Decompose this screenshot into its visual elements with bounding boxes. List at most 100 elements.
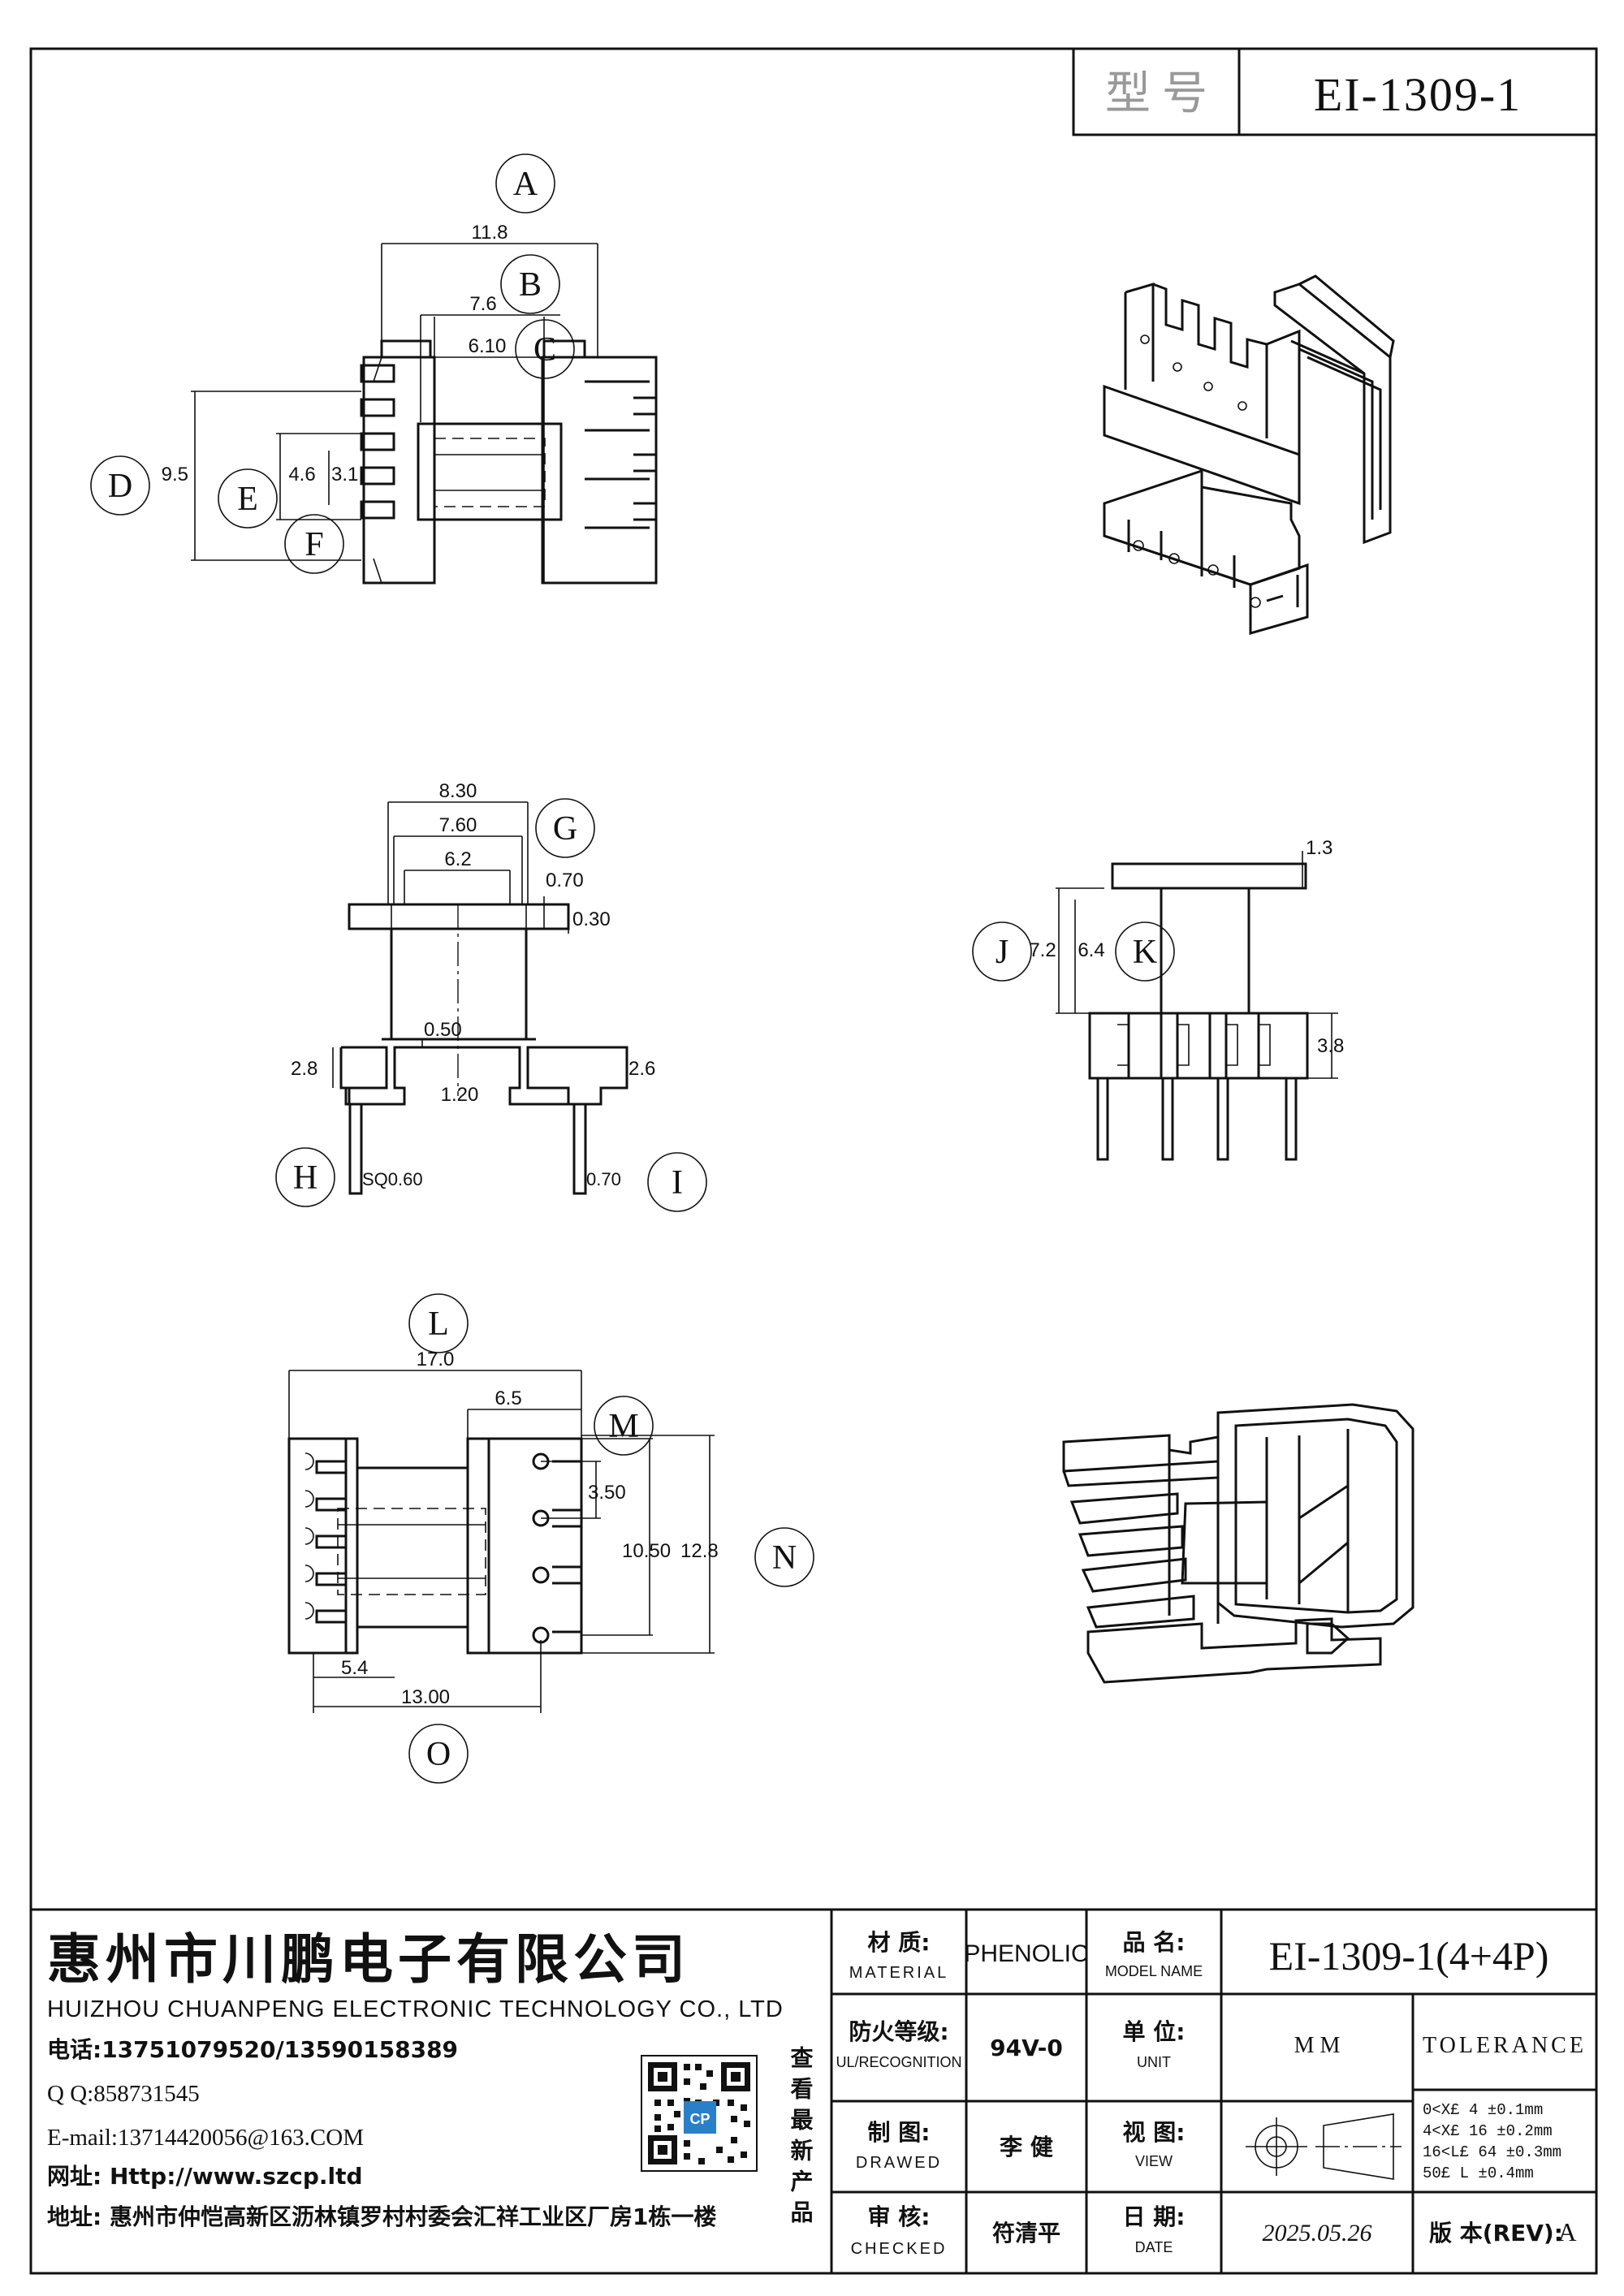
tolerance-label: TOLERANCE — [1423, 2033, 1587, 2058]
dim-h2: 6.4 — [1074, 900, 1105, 1013]
svg-text:K: K — [1133, 934, 1157, 971]
svg-text:0.50: 0.50 — [424, 1019, 462, 1041]
model-header-label: 型 号 — [1105, 69, 1207, 119]
tolerance-row: 16<L£ 64 ±0.3mm — [1423, 2143, 1561, 2161]
svg-text:D: D — [108, 468, 132, 505]
qr-code: CP — [641, 2055, 758, 2172]
svg-text:6.4: 6.4 — [1078, 939, 1104, 961]
callout-L: L — [408, 1293, 469, 1353]
dim-w: 6.5 — [467, 1388, 581, 1439]
checked-zh: 审 核: — [868, 2203, 931, 2230]
dim-h-left: 2.8 — [291, 1047, 334, 1088]
company-address: 地址: 惠州市仲恺高新区沥林镇罗村村委会汇祥工业区厂房1栋一楼 — [47, 2203, 716, 2230]
svg-text:1.20: 1.20 — [441, 1084, 479, 1106]
tolerance-row: 4<X£ 16 ±0.2mm — [1423, 2122, 1553, 2140]
model-value: EI-1309-1(4+4P) — [1269, 1933, 1549, 1979]
dim-G2: 7.60 — [393, 814, 523, 904]
callout-K: K — [1115, 921, 1175, 982]
model-en: MODEL NAME — [1105, 1963, 1203, 1979]
svg-text:I: I — [672, 1164, 683, 1202]
dim-t2: 0.30 — [568, 908, 611, 934]
svg-text:M: M — [608, 1408, 638, 1445]
company-block: 惠州市川鹏电子有限公司 HUIZHOU CHUANPENG ELECTRONIC… — [47, 1928, 784, 2230]
title-block — [31, 1908, 1596, 2273]
svg-text:1.3: 1.3 — [1306, 837, 1332, 859]
projection-symbol-icon — [1246, 2113, 1402, 2180]
svg-text:N: N — [772, 1539, 797, 1577]
date-value: 2025.05.26 — [1263, 2220, 1372, 2246]
side-view: 8.30 7.60 6.2 0.70 0.30 0.50 2.8 — [291, 780, 655, 1195]
top-view: 17.0 6.5 3.50 10.50 12.8 5.4 — [287, 1349, 719, 1713]
dim-L: 17.0 — [288, 1349, 582, 1439]
dim-F: 3.1 — [328, 451, 358, 505]
svg-text:0.30: 0.30 — [572, 908, 611, 930]
dim-pin-round: 0.70 — [586, 1169, 621, 1189]
tolerance-row: 0<X£ 4 ±0.1mm — [1423, 2101, 1543, 2119]
callout-N: N — [754, 1527, 814, 1587]
dim-E: 4.6 — [276, 433, 361, 520]
svg-text:0.70: 0.70 — [586, 1169, 621, 1189]
dim-F-value: 3.1 — [331, 464, 358, 486]
material-en: MATERIAL — [849, 1964, 949, 1982]
svg-text:G: G — [553, 810, 577, 848]
dim-h1: 7.2 — [1029, 887, 1104, 1014]
svg-text:SQ0.60: SQ0.60 — [362, 1169, 423, 1189]
dim-s1: 5.4 — [313, 1653, 395, 1689]
drawn-zh: 制 图: — [868, 2119, 931, 2146]
svg-text:3.8: 3.8 — [1317, 1035, 1344, 1057]
isometric-view-top — [1103, 274, 1395, 635]
fire-value: 94V-0 — [990, 2035, 1063, 2061]
dim-pin-sq: SQ0.60 — [362, 1169, 423, 1189]
callout-A: A — [495, 153, 555, 214]
dim-G1: 8.30 — [387, 780, 529, 904]
qr-badge: CP — [689, 2111, 710, 2127]
svg-text:10.50: 10.50 — [622, 1540, 671, 1562]
front-view: 11.8 7.6 6.10 9.5 4.6 3.1 — [162, 222, 658, 585]
fire-zh: 防火等级: — [849, 2018, 948, 2045]
dim-C: 6.10 — [430, 335, 552, 358]
revision-value: A — [1557, 2217, 1576, 2246]
svg-text:13.00: 13.00 — [401, 1686, 450, 1708]
company-website: 网址: Http://www.szcp.ltd — [47, 2163, 363, 2190]
svg-text:O: O — [426, 1736, 451, 1773]
callout-E: E — [218, 468, 278, 529]
callout-D: D — [90, 455, 150, 516]
svg-text:A: A — [513, 166, 538, 203]
unit-zh: 单 位: — [1123, 2018, 1186, 2045]
svg-text:12.8: 12.8 — [680, 1540, 719, 1562]
end-view: 1.3 7.2 6.4 3.8 — [1029, 837, 1344, 1161]
view-en: VIEW — [1135, 2153, 1173, 2169]
checked-value: 符清平 — [992, 2220, 1060, 2246]
svg-text:F: F — [304, 526, 323, 563]
model-header-box: 型 号 EI-1309-1 — [1072, 47, 1598, 136]
callout-I: I — [647, 1152, 707, 1212]
dim-t1: 0.70 — [543, 870, 584, 929]
drawing-border — [29, 47, 1598, 2275]
drawn-value: 李 健 — [1000, 2134, 1053, 2160]
view-zh: 视 图: — [1123, 2119, 1186, 2146]
company-name-en: HUIZHOU CHUANPENG ELECTRONIC TECHNOLOGY … — [47, 1996, 784, 2022]
dim-h-right: 2.6 — [626, 1047, 655, 1088]
svg-text:E: E — [237, 481, 258, 518]
dim-O: 13.00 — [313, 1640, 542, 1713]
company-qq: Q Q:858731545 — [47, 2081, 200, 2107]
date-zh: 日 期: — [1123, 2203, 1186, 2230]
material-zh: 材 质: — [868, 1929, 931, 1956]
callout-M: M — [594, 1396, 654, 1456]
dim-G3: 6.2 — [404, 848, 511, 904]
dim-E-value: 4.6 — [288, 464, 315, 486]
company-email: E-mail:13714420056@163.COM — [47, 2125, 364, 2151]
callout-O: O — [408, 1724, 469, 1784]
dim-D-value: 9.5 — [162, 464, 188, 486]
revision-label: 版 本(REV): — [1429, 2220, 1563, 2246]
svg-text:H: H — [293, 1159, 317, 1197]
checked-en: CHECKED — [851, 2240, 948, 2258]
company-name-zh: 惠州市川鹏电子有限公司 — [47, 1928, 690, 1991]
svg-text:2.6: 2.6 — [628, 1058, 655, 1080]
callout-J: J — [972, 921, 1032, 982]
dim-B: 7.6 — [420, 293, 560, 422]
unit-value: M M — [1294, 2033, 1341, 2058]
isometric-view-bottom — [1062, 1403, 1415, 1684]
svg-text:C: C — [533, 331, 556, 369]
